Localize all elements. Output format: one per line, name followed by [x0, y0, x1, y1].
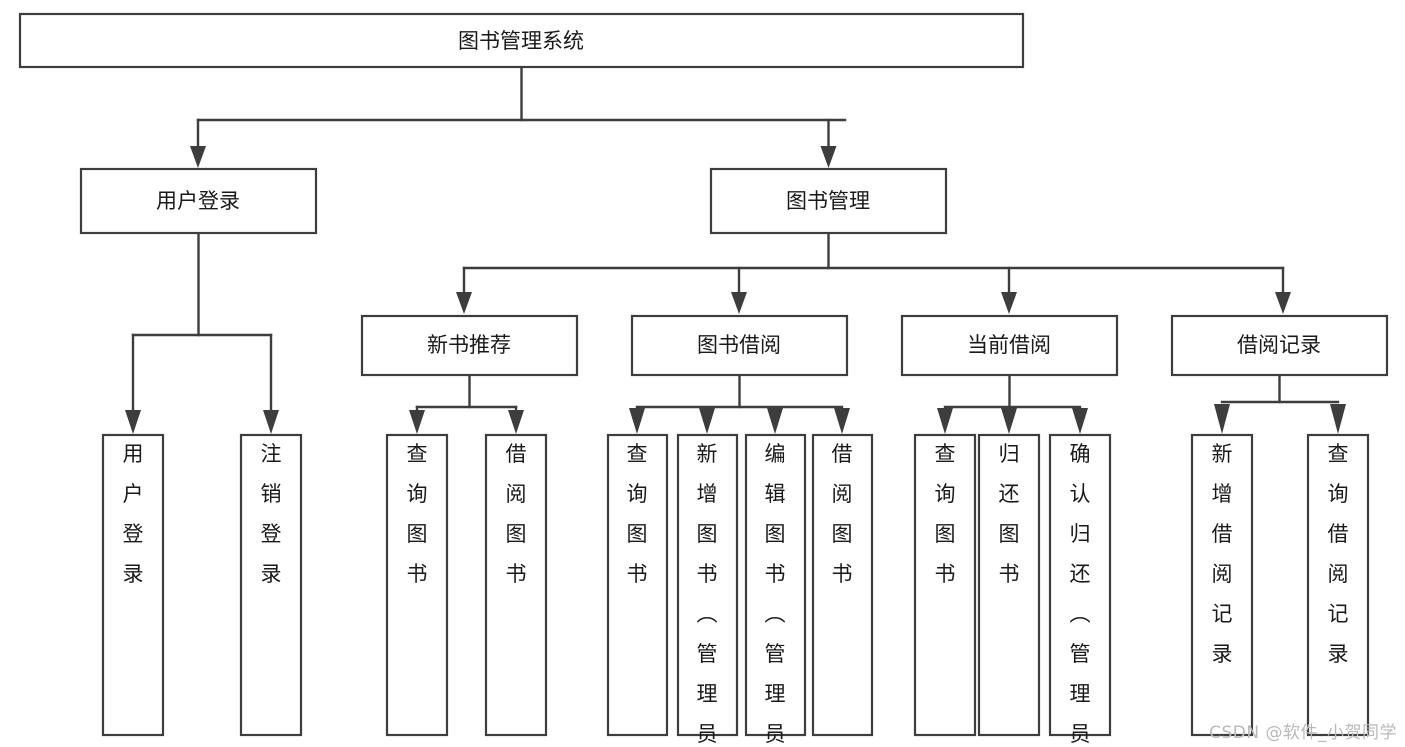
node-leaf-query-book-1-label: 查询图书 — [407, 442, 428, 586]
arrow-to-new-book-recommend — [456, 292, 472, 314]
node-user-login-label: 用户登录 — [156, 189, 240, 213]
arrow-leaf-query-record — [1330, 404, 1346, 434]
node-leaf-query-record-box[interactable] — [1306, 433, 1370, 737]
node-leaf-add-book[interactable]: 新增图书︵管理员︶ — [676, 433, 739, 747]
node-leaf-query-book-3[interactable]: 查询图书 — [913, 433, 977, 737]
node-leaf-confirm-return[interactable]: 确认归还︵管理员︶ — [1048, 433, 1112, 747]
node-leaf-query-record-label: 查询借阅记录 — [1328, 442, 1349, 666]
node-leaf-confirm-return-box[interactable] — [1048, 433, 1112, 737]
node-leaf-borrow-book-1[interactable]: 借阅图书 — [484, 433, 548, 737]
node-root-label: 图书管理系统 — [458, 29, 584, 53]
node-borrow-record-box[interactable] — [1170, 314, 1389, 377]
node-new-book-recommend[interactable]: 新书推荐 — [360, 314, 579, 377]
node-leaf-user-login[interactable]: 用户登录 — [101, 433, 165, 737]
node-leaf-add-record[interactable]: 新增借阅记录 — [1190, 433, 1254, 737]
node-leaf-query-book-2-box[interactable] — [606, 433, 669, 737]
node-leaf-return-book[interactable]: 归还图书 — [977, 433, 1041, 737]
arrow-leaf-confirm-return — [1072, 408, 1088, 434]
node-leaf-query-record[interactable]: 查询借阅记录 — [1306, 433, 1370, 737]
arrow-to-book-manage — [820, 146, 837, 168]
node-book-manage[interactable]: 图书管理 — [709, 167, 948, 235]
arrow-leaf-add-record — [1214, 404, 1230, 434]
node-leaf-query-book-2-label: 查询图书 — [627, 442, 648, 586]
arrow-leaf-logout — [263, 410, 279, 434]
node-leaf-query-book-1-box[interactable] — [385, 433, 449, 737]
arrow-leaf-add-book — [699, 408, 715, 434]
node-leaf-edit-book[interactable]: 编辑图书︵管理员︶ — [744, 433, 807, 747]
arrow-leaf-borrow-book-1 — [508, 410, 524, 434]
node-new-book-recommend-box[interactable] — [360, 314, 579, 377]
node-book-manage-box[interactable] — [709, 167, 948, 235]
node-borrow-record[interactable]: 借阅记录 — [1170, 314, 1389, 377]
node-leaf-query-book-3-label: 查询图书 — [935, 442, 956, 586]
arrow-to-borrow-record — [1275, 292, 1291, 314]
node-borrow-record-label: 借阅记录 — [1237, 333, 1321, 357]
arrow-leaf-edit-book — [767, 408, 783, 434]
node-leaf-logout[interactable]: 注销登录 — [239, 433, 303, 737]
arrow-leaf-user-login — [125, 410, 141, 434]
node-leaf-edit-book-label: 编辑图书︵管理员︶ — [765, 442, 786, 747]
node-leaf-add-record-label: 新增借阅记录 — [1212, 442, 1233, 666]
node-book-borrow[interactable]: 图书借阅 — [630, 314, 849, 377]
node-leaf-query-book-2[interactable]: 查询图书 — [606, 433, 669, 737]
node-leaf-borrow-book-2[interactable]: 借阅图书 — [811, 433, 874, 737]
node-leaf-borrow-book-2-label: 借阅图书 — [832, 442, 853, 586]
arrow-leaf-query-book-1 — [409, 410, 425, 434]
arrow-to-book-borrow — [731, 292, 747, 314]
arrow-to-current-borrow — [1001, 292, 1017, 314]
node-book-manage-label: 图书管理 — [786, 189, 870, 213]
node-root[interactable]: 图书管理系统 — [18, 12, 1025, 69]
node-leaf-logout-label: 注销登录 — [261, 442, 282, 586]
connector-layer — [125, 65, 1346, 434]
node-leaf-edit-book-box[interactable] — [744, 433, 807, 737]
node-leaf-user-login-label: 用户登录 — [123, 442, 144, 586]
node-new-book-recommend-label: 新书推荐 — [427, 333, 511, 357]
node-leaf-logout-box[interactable] — [239, 433, 303, 737]
node-leaf-add-book-label: 新增图书︵管理员︶ — [697, 442, 718, 747]
node-leaf-add-record-box[interactable] — [1190, 433, 1254, 737]
node-current-borrow-box[interactable] — [900, 314, 1119, 377]
node-leaf-borrow-book-2-box[interactable] — [811, 433, 874, 737]
node-book-borrow-box[interactable] — [630, 314, 849, 377]
node-user-login[interactable]: 用户登录 — [79, 167, 318, 235]
node-leaf-confirm-return-label: 确认归还︵管理员︶ — [1070, 442, 1091, 747]
node-leaf-borrow-book-1-box[interactable] — [484, 433, 548, 737]
arrow-leaf-return-book — [1001, 408, 1017, 434]
node-leaf-query-book-3-box[interactable] — [913, 433, 977, 737]
node-root-box[interactable] — [18, 12, 1025, 69]
node-current-borrow-label: 当前借阅 — [967, 333, 1051, 357]
node-leaf-query-book-1[interactable]: 查询图书 — [385, 433, 449, 737]
arrow-leaf-borrow-book-2 — [834, 408, 850, 434]
node-current-borrow[interactable]: 当前借阅 — [900, 314, 1119, 377]
node-book-borrow-label: 图书借阅 — [697, 333, 781, 357]
csdn-watermark: CSDN @软件_小贺同学 — [1209, 723, 1397, 743]
arrow-leaf-query-book-3 — [937, 408, 953, 434]
node-user-login-box[interactable] — [79, 167, 318, 235]
node-leaf-add-book-box[interactable] — [676, 433, 739, 737]
node-leaf-return-book-box[interactable] — [977, 433, 1041, 737]
node-leaf-return-book-label: 归还图书 — [999, 442, 1020, 586]
node-leaf-user-login-box[interactable] — [101, 433, 165, 737]
arrow-leaf-query-book-2 — [629, 408, 645, 434]
arrow-to-user-login — [190, 146, 206, 168]
node-leaf-borrow-book-1-label: 借阅图书 — [506, 442, 527, 586]
